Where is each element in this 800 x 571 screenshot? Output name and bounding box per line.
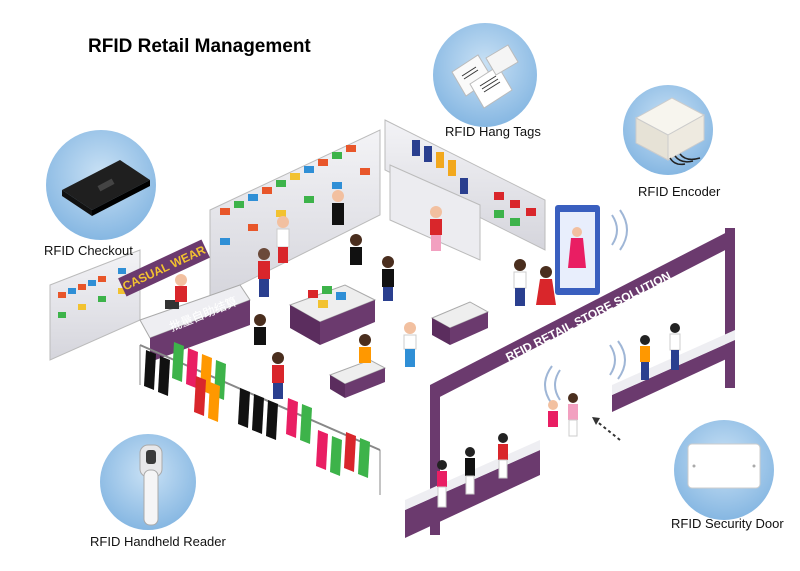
security-door-icon — [687, 443, 761, 489]
checkout-label: RFID Checkout — [44, 243, 133, 258]
digital-signage — [555, 205, 600, 295]
encoder-label: RFID Encoder — [638, 184, 721, 199]
hang-tag-icon — [451, 44, 519, 109]
security-door-label: RFID Security Door — [671, 516, 784, 531]
encoder-callout — [623, 85, 713, 175]
handheld-callout — [100, 434, 196, 530]
checkout-pad-icon — [62, 160, 150, 216]
handheld-label: RFID Handheld Reader — [90, 534, 226, 549]
checkout-counter: 批量自助结算 — [139, 274, 251, 362]
shoppers — [254, 190, 556, 399]
checkout-callout — [46, 130, 156, 240]
left-wall-shelf — [49, 249, 141, 361]
page-title: RFID Retail Management — [88, 36, 311, 57]
security-door-callout — [674, 420, 774, 520]
mannequins — [437, 323, 681, 508]
hang-tags-callout — [433, 23, 537, 127]
hang-tags-label: RFID Hang Tags — [445, 124, 541, 139]
clothing-racks — [139, 342, 381, 495]
handheld-reader-icon — [139, 444, 163, 526]
display-tables — [288, 284, 490, 398]
right-back-shelving — [384, 119, 546, 261]
encoder-antenna-icon — [634, 97, 706, 166]
back-shelving — [209, 129, 381, 301]
